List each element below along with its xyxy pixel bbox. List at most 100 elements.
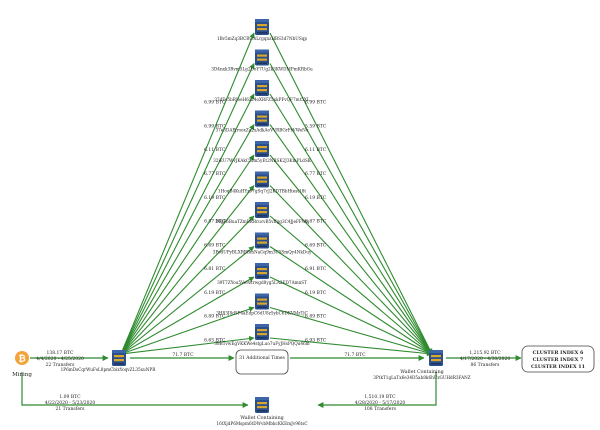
server-icon (255, 232, 269, 249)
intermediate-wallet-address: 38B1vwEgVKKWe4stgLuo7uFyJHsPQQu46m (214, 341, 309, 346)
bottom-right-dates: 4/28/2020 - 5/17/2020 (355, 400, 406, 406)
edge-out-amount: 6.91 BTC (305, 266, 327, 272)
edge-out-amount: 6.19 BTC (305, 195, 327, 201)
intermediate-wallet-node[interactable]: 34gF6BuaTZmBKRrucvB5vffgg3C4JjeFFWq (215, 202, 309, 224)
edge-in-amount: 6.99 BTC (204, 123, 226, 129)
server-icon (429, 350, 443, 366)
edge-in-amount: 6.81 BTC (204, 266, 226, 272)
bottom-right-count: 108 Transfers (364, 406, 397, 412)
dest-wallet-node[interactable]: Wallet Containing 3PtkT1gLaTx6e34D5ab8k6… (373, 350, 510, 380)
source-wallet-address: 1P6mDsCqrWuFsL8pmCbixYoqvZL35xuNPR (61, 367, 157, 372)
mining-label: Mining (12, 372, 32, 378)
additional-times-node[interactable]: 31 Additional Times 71.7 BTC 71.7 BTC (172, 349, 366, 375)
intermediate-wallet-address: 3D4nxk3Rvm5Lg2DoY7Ug2k3KWDMFmKRbGu (211, 67, 313, 72)
edge-intermediate-to-dest (269, 124, 433, 355)
edge-source-to-intermediate (120, 276, 255, 355)
intermediate-wallet-node[interactable]: 1HoqB4KuHYz97gSq7cJ2KDTBbHtest18t (218, 171, 307, 194)
edge-source-to-intermediate (120, 62, 255, 355)
edge-source-to-intermediate (120, 246, 255, 355)
dest-wallet-address: 3PtkT1gLaTx6e34D5ab8k6hUzGUHdR3FANZ (373, 375, 470, 380)
server-icon (255, 324, 269, 340)
intermediate-wallet-address: 1Bv5mZq3BCRvcsLrgqnzHBS3d7NhUSqp (217, 36, 307, 41)
edge-out-amount: 6.19 BTC (305, 290, 327, 296)
bottom-right-amount: 1,510.19 BTC (364, 394, 396, 400)
edge-out-amount: 6.77 BTC (305, 171, 327, 177)
edge-source-to-intermediate (120, 32, 255, 355)
bottom-wallet-node[interactable]: Wallet Containing 16tXjdP6Mspm6tDWvbMbkc… (45, 394, 406, 426)
edge-source-to-intermediate (120, 93, 255, 355)
intermediate-wallet-node[interactable]: 39T7ZYou5Ve9ztrwgd8yg5LA2ED7AmnST (217, 263, 307, 285)
bottom-wallet-title: Wallet Containing (240, 415, 284, 421)
cluster-index-label: CLUSTER INDEX 6 (533, 350, 584, 356)
edge-source-to-intermediate (120, 124, 255, 355)
bottom-left-amount: 1.09 BTC (59, 394, 81, 400)
server-icon (255, 141, 269, 157)
intermediate-wallet-node[interactable]: 32iEU7WvJKAkC5fm5yEt2NBSK2J3KmPLdSK (213, 141, 312, 163)
intermediate-wallet-address: 34gF6BuaTZmBKRrucvB5vffgg3C4JjeFFWq (215, 219, 309, 224)
additional-right-amount: 71.7 BTC (344, 352, 366, 358)
edge-in-amount: 6.99 BTC (204, 100, 226, 106)
dest-wallet-title: Wallet Containing (400, 369, 444, 375)
additional-times-label: 31 Additional Times (239, 355, 285, 361)
server-icon (255, 263, 269, 279)
dest-edge-amount: 1,215.92 BTC (469, 350, 501, 356)
cluster-index-label: CLUSTER INDEX 11 (531, 364, 585, 370)
edge-out-amount: 6.89 BTC (305, 314, 327, 320)
edge-out-amount: 6.93 BTC (305, 338, 327, 344)
source-wallet-node[interactable]: 138.17 BTC 4/4/2020 - 4/25/2020 22 Trans… (36, 350, 156, 372)
source-edge-amount: 138.17 BTC (47, 350, 74, 356)
intermediate-wallet-node[interactable]: 37dFe5bRJoeH6z24oXRFZ5xkPFvQF7mt5XL (214, 80, 310, 102)
edge-intermediate-to-dest (269, 93, 433, 355)
edge-in-amount: 6.11 BTC (204, 147, 226, 153)
server-icon (255, 171, 269, 188)
edge-intermediate-to-dest (269, 337, 433, 357)
intermediate-wallet-node[interactable]: 3H83J8d5P4aEdpC6dU8z5ybC6DKVMzTjC (216, 293, 308, 316)
intermediate-wallet-address: 37e3DAPjrooxZa2xAdkAoVVRBGrFrVWeNu (215, 128, 308, 133)
server-icon (112, 350, 126, 366)
edge-intermediate-to-dest (269, 276, 433, 355)
intermediate-wallet-node[interactable]: 38B1vwEgVKKWe4stgLuo7uFyJHsPQQu46m (214, 324, 310, 346)
mining-node[interactable]: ₿ Mining (12, 351, 32, 378)
source-edge-dates: 4/4/2020 - 4/25/2020 (36, 356, 84, 362)
server-icon (255, 49, 269, 66)
additional-left-amount: 71.7 BTC (172, 352, 194, 358)
svg-text:₿: ₿ (18, 354, 25, 365)
dest-edge-count: 86 Transfers (471, 362, 501, 368)
edge-intermediate-to-dest (269, 215, 433, 355)
edge-intermediate-to-dest (269, 32, 433, 355)
edge-out-amount: 6.87 BTC (305, 219, 327, 225)
intermediate-wallet-address: 1HoqB4KuHYz97gSq7cJ2KDTBbHtest18t (218, 189, 307, 194)
intermediate-wallet-address: 32iEU7WvJKAkC5fm5yEt2NBSK2J3KmPLdSK (213, 158, 312, 163)
server-icon (255, 293, 269, 310)
intermediate-wallet-node[interactable]: 1Bv5mZq3BCRvcsLrgqnzHBS3d7NhUSqp (217, 19, 307, 41)
intermediate-wallet-node[interactable]: 37e3DAPjrooxZa2xAdkAoVVRBGrFrVWeNu (215, 110, 309, 133)
bitcoin-icon: ₿ (15, 351, 29, 365)
edge-in-amount: 6.69 BTC (204, 242, 226, 248)
intermediate-wallet-address: 39T7ZYou5Ve9ztrwgd8yg5LA2ED7AmnST (217, 280, 307, 285)
edge-out-amount: 6.99 BTC (305, 100, 327, 106)
intermediate-wallet-node[interactable]: 3PodUPyBLXRBBmNaGq9m3C5SmQy4NkDuy (213, 232, 312, 255)
static-edges (21, 355, 522, 408)
edge-source-to-intermediate (120, 185, 255, 355)
edge-in-amount: 6.87 BTC (204, 219, 226, 225)
edge-intermediate-to-dest (269, 185, 433, 355)
edge-in-amount: 6.89 BTC (204, 314, 226, 320)
intermediate-wallet-address: 37dFe5bRJoeH6z24oXRFZ5xkPFvQF7mt5XL (214, 97, 310, 102)
bottom-left-dates: 4/22/2020 - 5/23/2020 (45, 400, 96, 406)
edge-mining-to-bottom (21, 372, 249, 408)
edge-in-amount: 6.77 BTC (204, 171, 226, 177)
intermediate-wallets: 1Bv5mZq3BCRvcsLrgqnzHBS3d7NhUSqp 3D4nxk3R… (211, 19, 313, 346)
edge-out-amount: 5.59 BTC (305, 123, 327, 129)
edge-out-amount: 6.11 BTC (305, 147, 327, 153)
edge-in-amount: 6.19 BTC (204, 290, 226, 296)
server-icon (255, 110, 269, 127)
intermediate-wallet-address: 3PodUPyBLXRBBmNaGq9m3C5SmQy4NkDuy (213, 250, 312, 255)
fan-edge-labels: 6.99 BTC 6.99 BTC 6.99 BTC 5.59 BTC 6.11 BTC… (204, 100, 327, 344)
edge-in-amount: 6.19 BTC (204, 195, 226, 201)
intermediate-wallet-node[interactable]: 3D4nxk3Rvm5Lg2DoY7Ug2k3KWDMFmKRbGu (211, 49, 313, 72)
edge-source-to-intermediate (120, 335, 255, 355)
edge-in-amount: 6.65 BTC (204, 338, 226, 344)
edge-intermediate-to-dest (269, 306, 433, 356)
edge-source-to-intermediate (120, 215, 255, 355)
cluster-box[interactable]: CLUSTER INDEX 6 CLUSTER INDEX 7 CLUSTER … (521, 345, 595, 373)
